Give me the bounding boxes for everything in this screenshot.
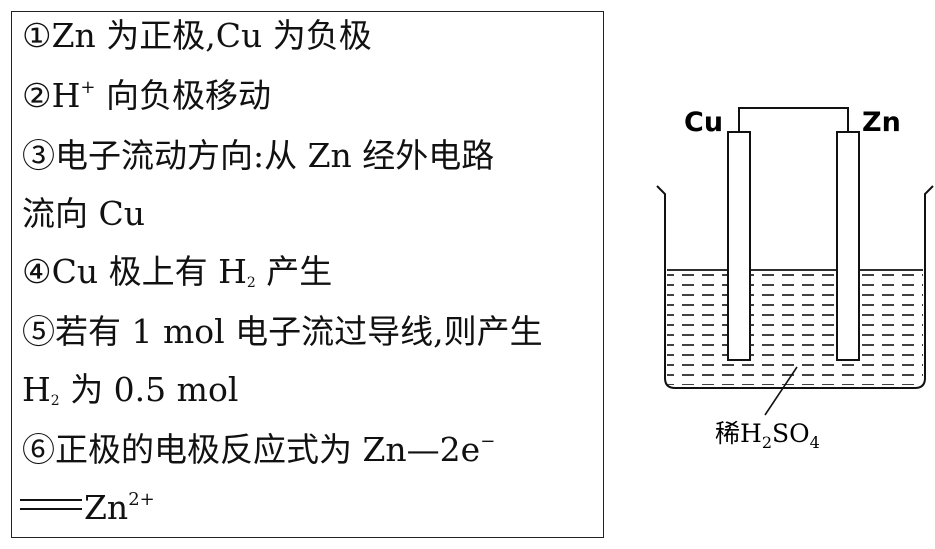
solution-leader-line [764,366,798,416]
statement-5-mark: ⑤ [22,312,55,351]
statement-1-mark: ① [22,16,52,55]
cu-label: Cu [684,107,723,138]
statement-3-mark: ③ [22,136,55,175]
statement-3b-text: 流向 Cu [22,194,145,233]
statement-6-sup: − [480,431,496,452]
statement-4-pre: Cu 极上有 H [51,252,247,291]
statement-1: ①Zn 为正极,Cu 为负极 [22,16,372,56]
statement-4-mark: ④ [22,252,52,291]
statement-5b-post: 为 0.5 mol [59,370,239,409]
statement-2-mark: ② [22,76,52,115]
double-line-equals [20,499,82,510]
statement-2-text: 向负极移动 [95,76,271,115]
statement-5-continued: H2 为 0.5 mol [22,370,238,410]
statement-5b-pre: H [22,370,51,409]
statement-6: ⑥正极的电极反应式为 Zn—2e− [22,430,495,470]
galvanic-cell-diagram: Cu Zn 稀H2SO4 [640,90,935,470]
statement-4-sub: 2 [246,275,256,291]
statement-6b-sup: 2+ [128,489,155,510]
statement-4: ④Cu 极上有 H2 产生 [22,252,332,292]
solution-label: 稀H2SO4 [715,419,820,452]
statement-6-text: 正极的电极反应式为 Zn—2e [55,430,481,469]
cu-electrode [727,131,751,361]
statement-1-text: Zn 为正极,Cu 为负极 [51,16,372,55]
statement-3-text: 电子流动方向:从 Zn 经外电路 [55,136,495,175]
statement-6b-text: Zn [84,488,129,527]
statements-box: ①Zn 为正极,Cu 为负极 ②H+ 向负极移动 ③电子流动方向:从 Zn 经外… [11,11,604,538]
statement-2-ion: H [51,76,81,115]
statement-5b-sub: 2 [50,393,60,409]
connecting-wire [738,107,849,132]
statement-2: ②H+ 向负极移动 [22,76,271,116]
beaker [656,185,934,389]
statement-2-charge: + [80,77,96,98]
statement-5: ⑤若有 1 mol 电子流过导线,则产生 [22,312,543,352]
electrolyte-solution [667,270,923,385]
statement-5-text: 若有 1 mol 电子流过导线,则产生 [55,312,543,351]
statement-4-post: 产生 [255,252,333,291]
zn-label: Zn [862,107,901,138]
zn-electrode [836,131,860,361]
statement-6-continued: Zn2+ [20,488,155,528]
statement-3-continued: 流向 Cu [22,194,145,234]
statement-3: ③电子流动方向:从 Zn 经外电路 [22,136,494,176]
galvanic-cell-svg: Cu Zn 稀H2SO4 [656,107,934,452]
statement-6-mark: ⑥ [22,430,55,469]
